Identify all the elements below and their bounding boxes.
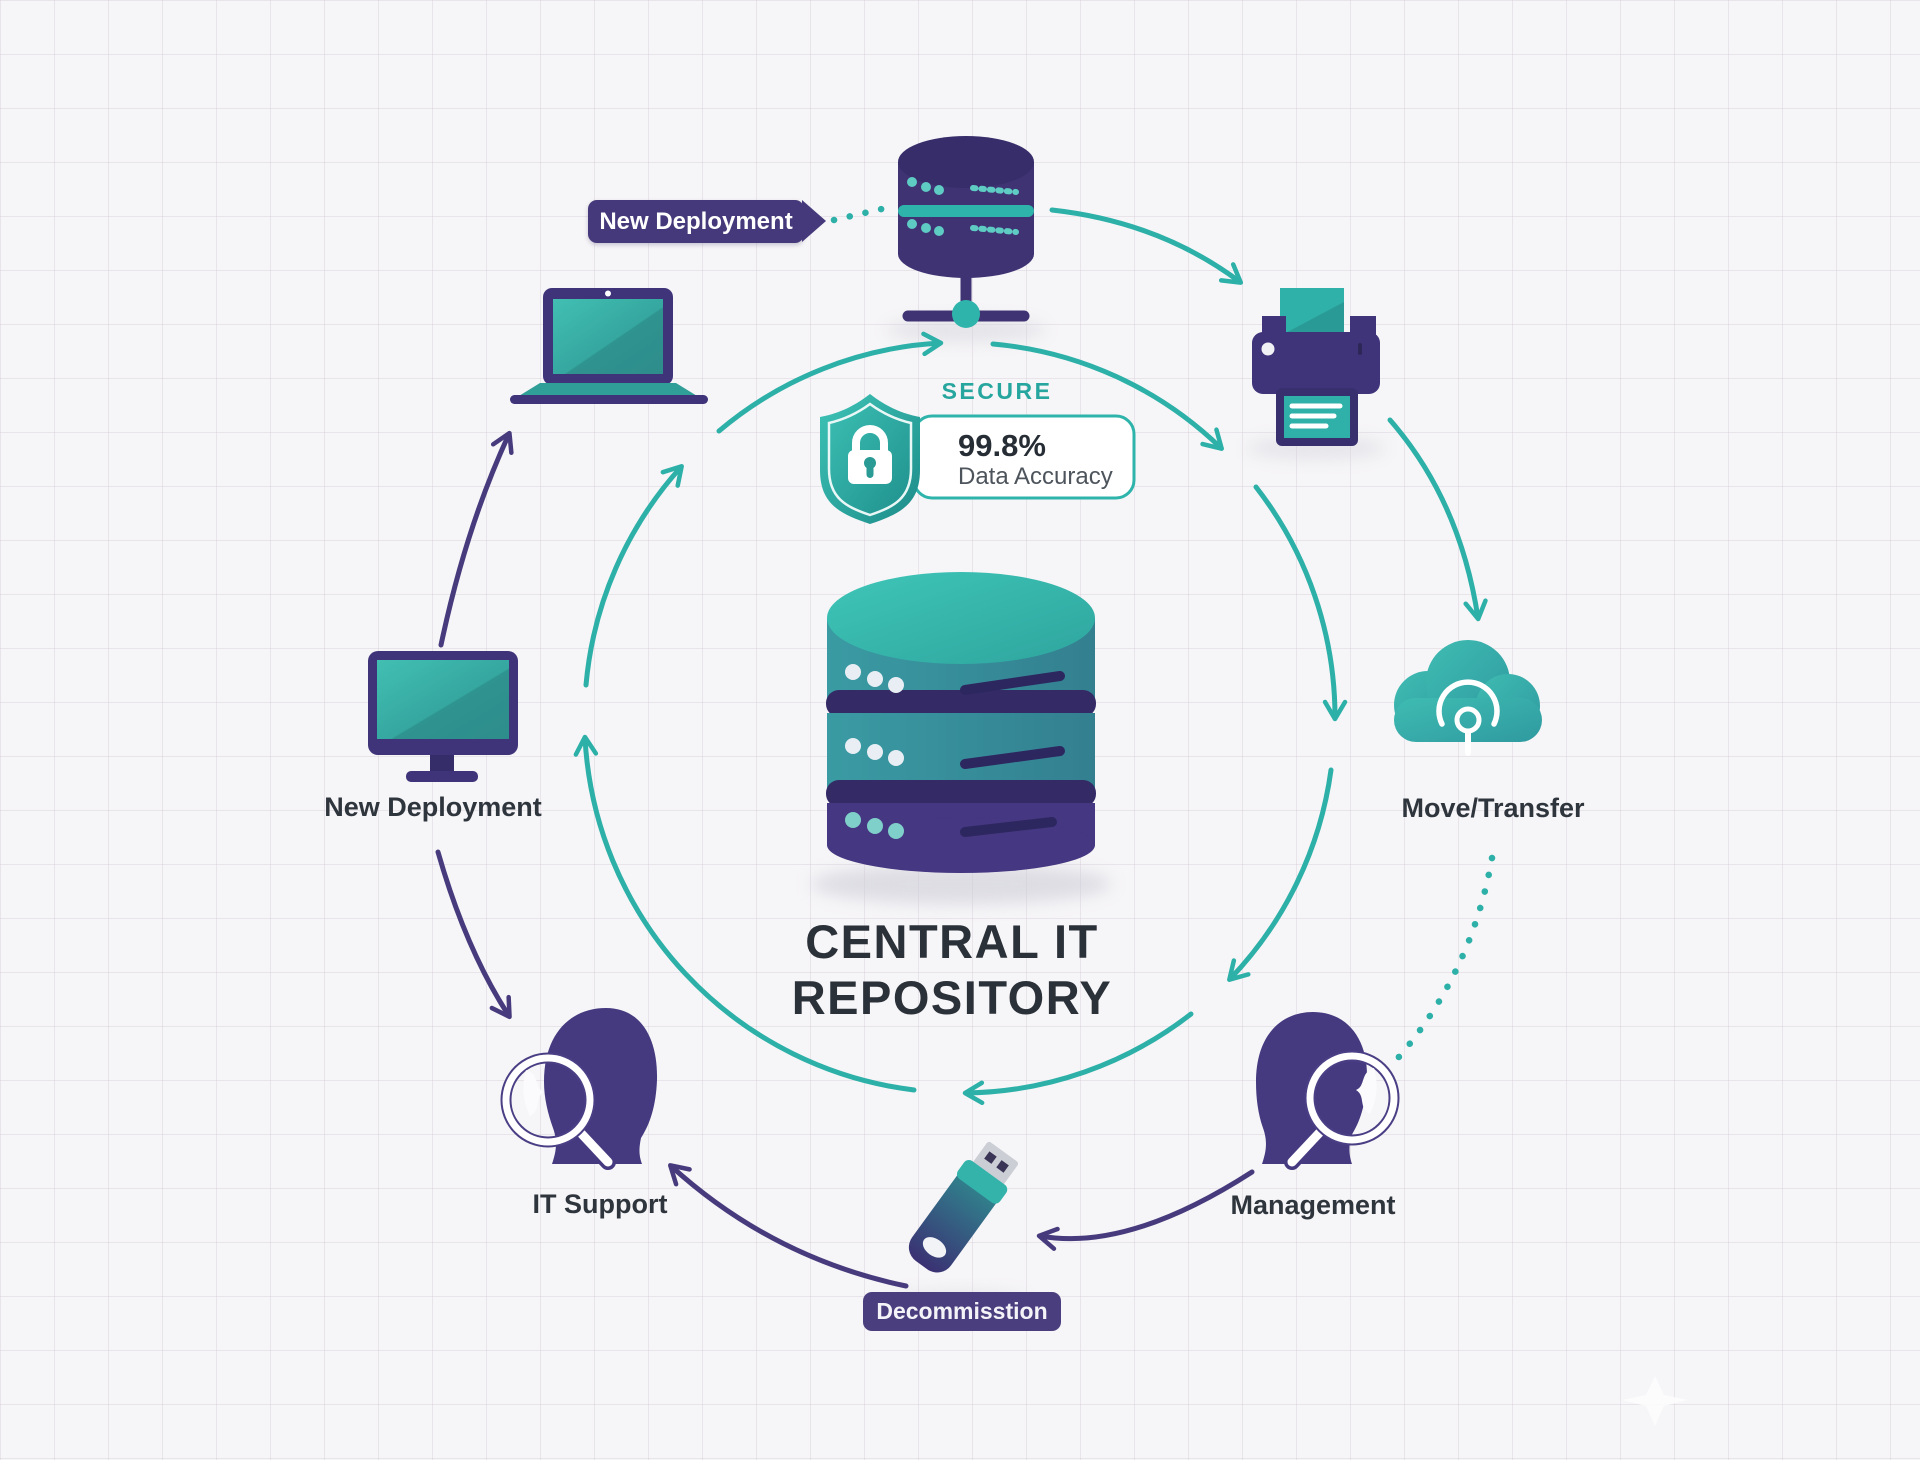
move-transfer-label: Move/Transfer [1401,793,1585,823]
inner-cycle-arrows [573,331,1348,1106]
person-magnifier-icon-management [1256,1012,1400,1170]
it-support-label: IT Support [532,1189,668,1219]
laptop-icon [510,288,708,404]
dotted-cloud-to-management [1394,854,1496,1062]
person-magnifier-icon-support [500,1008,658,1170]
network-server-icon [898,136,1034,328]
title-line-1: CENTRAL IT [805,915,1099,968]
dotted-banner-to-server [830,204,890,224]
deployment-banner-arrow [802,200,826,242]
arc-management-to-usb [1036,1169,1255,1251]
watermark-sparkle [1622,1376,1688,1426]
accuracy-value: 99.8% [958,428,1046,463]
outer-connectors [435,204,1496,1289]
shield-lock-icon [820,394,920,524]
arc-monitor-to-itsupport [435,849,512,1020]
new-deployment-label: New Deployment [324,792,542,822]
arc-usb-to-itsupport [668,1163,909,1289]
cloud-transfer-icon [1394,640,1542,756]
central-repository-title: CENTRAL IT REPOSITORY [792,914,1113,1026]
decommission-tag: Decommisstion [863,1292,1061,1331]
management-label: Management [1230,1190,1396,1220]
title-line-2: REPOSITORY [791,971,1113,1024]
usb-drive-icon [908,1141,1019,1273]
deployment-banner: New Deployment [588,200,804,243]
arc-server-to-printer [1049,207,1244,285]
decommission-tag-label: Decommisstion [876,1298,1048,1324]
deployment-banner-label: New Deployment [599,207,793,235]
monitor-icon [368,651,518,782]
arc-monitor-to-laptop [438,430,514,648]
printer-icon [1252,288,1380,446]
arc-printer-to-cloud [1387,417,1488,622]
secure-label: SECURE [941,378,1053,404]
database-icon [826,572,1096,873]
accuracy-caption: Data Accuracy [958,463,1113,490]
